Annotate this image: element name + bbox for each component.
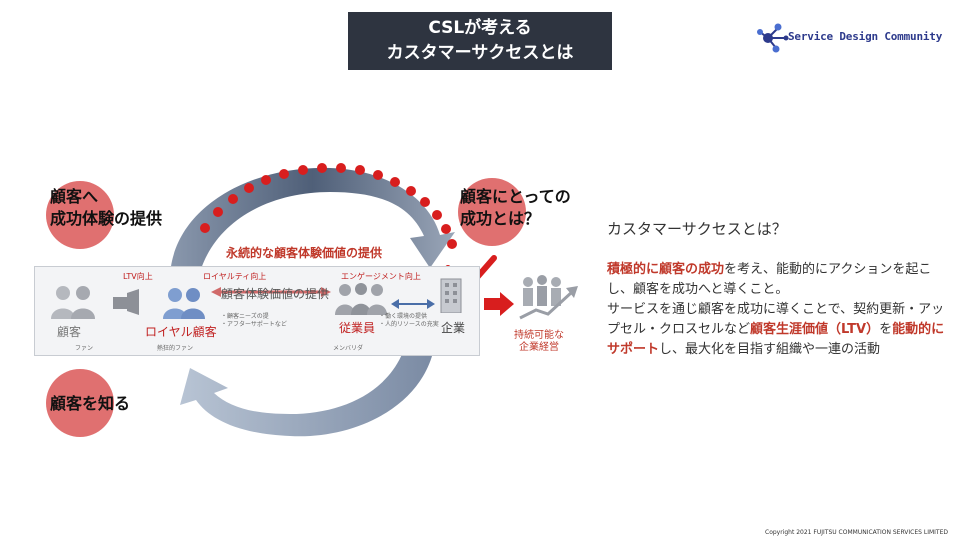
building-icon <box>440 278 462 313</box>
bullets-left: ・顧客ニーズの提 ・アフターサポートなど <box>221 313 287 328</box>
company-label: 企業 <box>441 321 466 335</box>
ltv-up-label: LTV向上 <box>123 272 153 281</box>
circle-provide <box>46 181 114 249</box>
circle-success-label: 顧客にとっての 成功とは？ <box>460 187 571 228</box>
circle-provide-label: 顧客へ 成功体験の提供 <box>50 187 163 228</box>
loyal-customer-icon <box>163 288 205 319</box>
title-line-2: カスタマーサクセスとは <box>386 43 574 63</box>
megaphone-icon <box>113 289 139 315</box>
sustainable-label: 持続可能な 企業経営 <box>514 330 564 353</box>
definition-paragraph-2: サービスを通じ顧客を成功に導くことで、契約更新・アップセル・クロスセルなど顧客生… <box>607 302 945 357</box>
employee-group-icon <box>335 283 387 315</box>
circle-know-label: 顧客を知る <box>50 394 131 413</box>
engagement-up-label: エンゲージメント向上 <box>341 272 421 281</box>
customer-group-icon <box>51 286 95 319</box>
circle-success <box>458 178 526 246</box>
value-chain-panel: LTV向上 ロイヤルティ向上 エンゲージメント向上 顧客体験価値の提供 顧客 フ… <box>34 266 480 356</box>
circle-know <box>46 369 114 437</box>
title-line-1: CSLが考える <box>428 18 532 38</box>
customer-sub-label: ファン <box>75 345 94 352</box>
bullets-right: ・働く環境の提供 ・人的リソースの充実 <box>379 313 439 328</box>
loyal-customer-label: ロイヤル顧客 <box>145 325 217 339</box>
page-title: CSLが考える カスタマーサクセスとは <box>348 12 612 70</box>
bottom-cycle-arrow <box>180 322 437 437</box>
growth-people-icon <box>519 275 578 320</box>
copyright: Copyright 2021 FUJITSU COMMUNICATION SER… <box>765 529 948 536</box>
customer-label: 顧客 <box>57 325 82 339</box>
loyal-customer-sub-label: 熱狂的ファン <box>157 345 194 352</box>
definition-paragraph-1: 積極的に顧客の成功を考え、能動的にアクションを起こし、顧客を成功へと導くこと。 <box>607 262 932 297</box>
molecule-logo-icon <box>757 23 789 53</box>
double-arrow-blue-icon <box>391 299 435 309</box>
top-cycle-arrow <box>169 167 455 290</box>
employee-sub-label: メンバリダ <box>333 345 364 352</box>
definition-heading: カスタマーサクセスとは？ <box>607 220 787 238</box>
definition-text: 積極的に顧客の成功を考え、能動的にアクションを起こし、顧客を成功へと導くこと。 … <box>607 260 957 360</box>
double-arrow-red-icon <box>211 287 331 297</box>
employee-label: 従業員 <box>339 321 376 335</box>
loyalty-up-label: ロイヤルティ向上 <box>203 272 267 281</box>
cx-value-label: 顧客体験価値の提供 <box>221 287 330 301</box>
right-arrow-icon <box>484 292 514 316</box>
continuous-value-label: 永続的な顧客体験価値の提供 <box>226 246 383 260</box>
logo-text: Service Design Community <box>788 30 943 43</box>
